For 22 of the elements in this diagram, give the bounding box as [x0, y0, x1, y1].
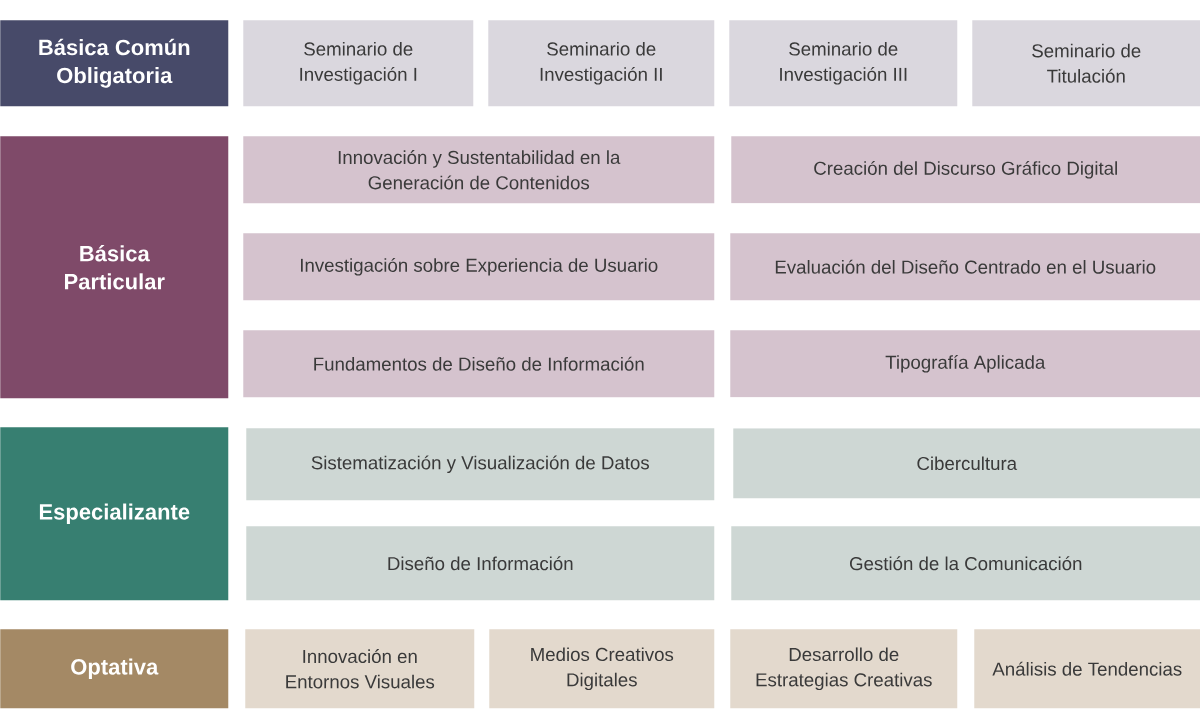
category-box: Básica Particular: [0, 136, 229, 399]
course-box: Fundamentos de Diseño de Información: [243, 330, 715, 398]
course-box: Sistematización y Visualización de Datos: [246, 428, 715, 501]
course-box: Seminario de Investigación III: [729, 20, 958, 107]
course-box: Investigación sobre Experiencia de Usuario: [243, 233, 715, 301]
course-box: Seminario de Investigación I: [243, 20, 474, 107]
course-box: Tipografía Aplicada: [730, 330, 1200, 398]
course-box: Gestión de la Comunicación: [731, 526, 1200, 601]
course-box: Desarrollo de Estrategias Creativas: [730, 629, 958, 709]
category-box: Especializante: [0, 427, 229, 601]
course-box: Innovación y Sustentabilidad en la Generación de Contenidos: [243, 136, 715, 204]
category-box: Optativa: [0, 629, 229, 709]
course-box: Cibercultura: [733, 428, 1200, 499]
course-box: Innovación en Entornos Visuales: [245, 629, 475, 709]
course-box: Creación del Discurso Gráfico Digital: [731, 136, 1200, 204]
course-box: Análisis de Tendencias: [974, 629, 1200, 709]
course-box: Seminario de Investigación II: [488, 20, 715, 107]
course-box: Medios Creativos Digitales: [489, 629, 715, 709]
course-box: Evaluación del Diseño Centrado en el Usuario: [730, 233, 1200, 301]
category-box: Básica Común Obligatoria: [0, 20, 229, 107]
course-box: Diseño de Información: [246, 526, 715, 601]
course-box: Seminario de Titulación: [972, 20, 1200, 107]
